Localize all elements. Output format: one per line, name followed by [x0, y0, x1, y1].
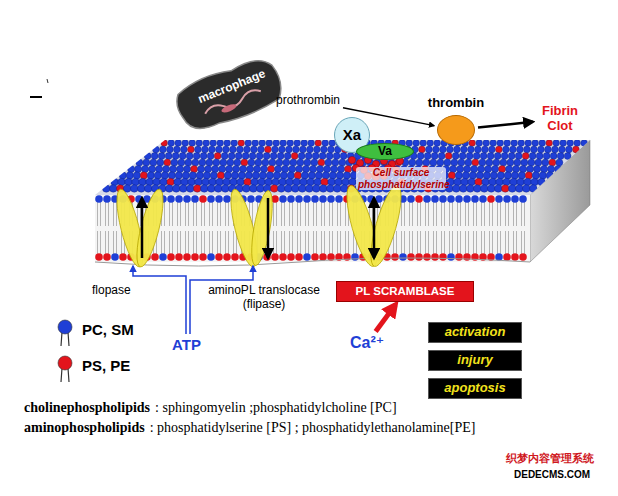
molecule-label: prothrombin: [276, 94, 340, 108]
trigger-box: apoptosis: [428, 378, 522, 399]
atp-lines: [133, 266, 253, 334]
macrophage-label: macrophage: [190, 65, 273, 109]
legend-swatch: [58, 356, 72, 370]
factor-ellipse: Va: [356, 143, 414, 160]
trigger-box: injury: [428, 350, 522, 371]
macrophage-figure: [171, 52, 288, 138]
connector-arrow: [478, 122, 533, 128]
term-label: cholinephospholipids: [24, 400, 150, 416]
enzyme-label: flopase: [92, 284, 131, 298]
lipid-swatch: [54, 354, 76, 384]
legend-entry: PC, SM: [54, 318, 134, 348]
definition-text: : sphingomyelin ;phosphatidylcholine [PC…: [155, 400, 397, 416]
scan-mark: [47, 79, 48, 83]
definition-text: : phosphatidylserine [PS] ; phosphatidyl…: [150, 420, 476, 436]
legend-entry: PS, PE: [54, 354, 130, 384]
membrane-side: [530, 140, 590, 262]
node-text: injury: [433, 353, 517, 368]
node-text: Ca²⁺: [350, 334, 384, 352]
thrombin-sphere: [437, 115, 475, 145]
trigger-box: activation: [428, 322, 522, 343]
enzyme-box: PL SCRAMBLASE: [336, 281, 474, 302]
legend-text: PS, PE: [82, 357, 130, 374]
outcome-label: Fibrin Clot: [536, 104, 584, 134]
node-text: Xa: [343, 126, 361, 143]
node-text: apoptosis: [433, 381, 517, 396]
flopase-protein: [112, 187, 169, 269]
region-label: Cell surface phosphatidylserine: [356, 167, 446, 190]
legend-text: PC, SM: [82, 321, 134, 338]
connector-arrow: [376, 305, 396, 332]
scan-mark: [30, 96, 42, 98]
node-text: activation: [433, 325, 517, 340]
node-text: prothrombin: [276, 94, 340, 108]
watermark: DEDECMS.COM: [514, 469, 590, 481]
energy-label: ATP: [172, 336, 201, 353]
lipid-swatch: [54, 318, 76, 348]
translocase-protein: [226, 187, 277, 269]
node-text: thrombin: [425, 96, 487, 111]
node-text: Fibrin Clot: [536, 104, 584, 134]
node-text: PL SCRAMBLASE: [341, 285, 469, 298]
thrombin-node: thrombin: [425, 96, 487, 145]
node-text: macrophage: [190, 65, 273, 109]
node-text: Va: [378, 145, 392, 159]
scramblase-protein: [341, 183, 407, 269]
term-label: aminophospholipids: [24, 420, 145, 436]
enzyme-label: aminoPL translocase (flipase): [200, 284, 328, 312]
watermark: 织梦内容管理系统: [506, 452, 594, 465]
ion-label: Ca²⁺: [350, 334, 384, 352]
legend-swatch: [58, 320, 72, 334]
